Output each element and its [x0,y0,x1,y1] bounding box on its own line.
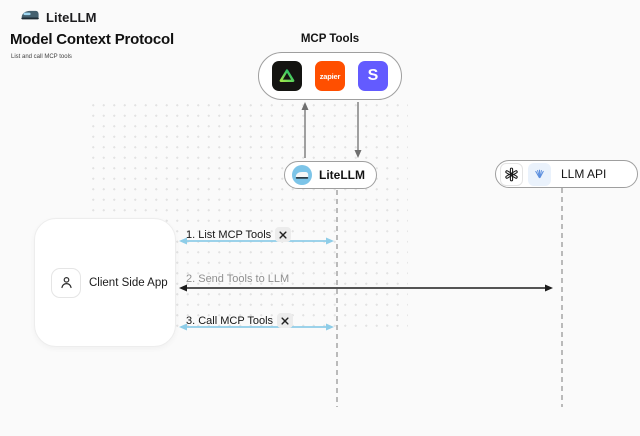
llm-api-node: LLM API [495,160,638,188]
openai-logo-icon [500,162,523,186]
client-side-app-label: Client Side App [89,276,168,289]
brand-header: LiteLLM [20,8,97,27]
llm-provider-logo-icon [528,162,551,186]
zapier-logo-text: zapier [319,71,341,81]
user-icon [51,267,81,298]
stripe-logo-text: S [367,67,379,84]
page-title: Model Context Protocol [10,31,174,48]
litellm-circle-logo-icon [292,165,312,185]
triangle-logo-icon [272,61,302,91]
zapier-logo-icon: zapier [315,61,345,91]
page-subtitle: List and call MCP tools [11,54,72,60]
stripe-logo-icon: S [358,61,388,91]
litellm-node: LiteLLM [284,161,377,189]
flow-step-2-label: 2. Send Tools to LLM [186,273,290,285]
flow-step-2: 2. Send Tools to LLM [186,273,289,285]
hammer-wrench-icon [275,227,292,242]
flow-step-1: 1. List MCP Tools [186,227,292,242]
flow-step-3: 3. Call MCP Tools [186,313,294,328]
llm-api-node-label: LLM API [561,167,607,181]
litellm-node-label: LiteLLM [319,168,365,182]
litellm-train-logo-icon [20,8,40,27]
mcp-tools-container: zapier S [258,52,402,100]
hammer-wrench-icon [277,313,294,328]
flow-step-3-label: 3. Call MCP Tools [186,314,274,327]
flow-step-1-label: 1. List MCP Tools [186,228,272,241]
mcp-tools-label: MCP Tools [300,33,360,45]
brand-name: LiteLLM [46,10,97,25]
client-side-app-node: Client Side App [34,218,176,347]
